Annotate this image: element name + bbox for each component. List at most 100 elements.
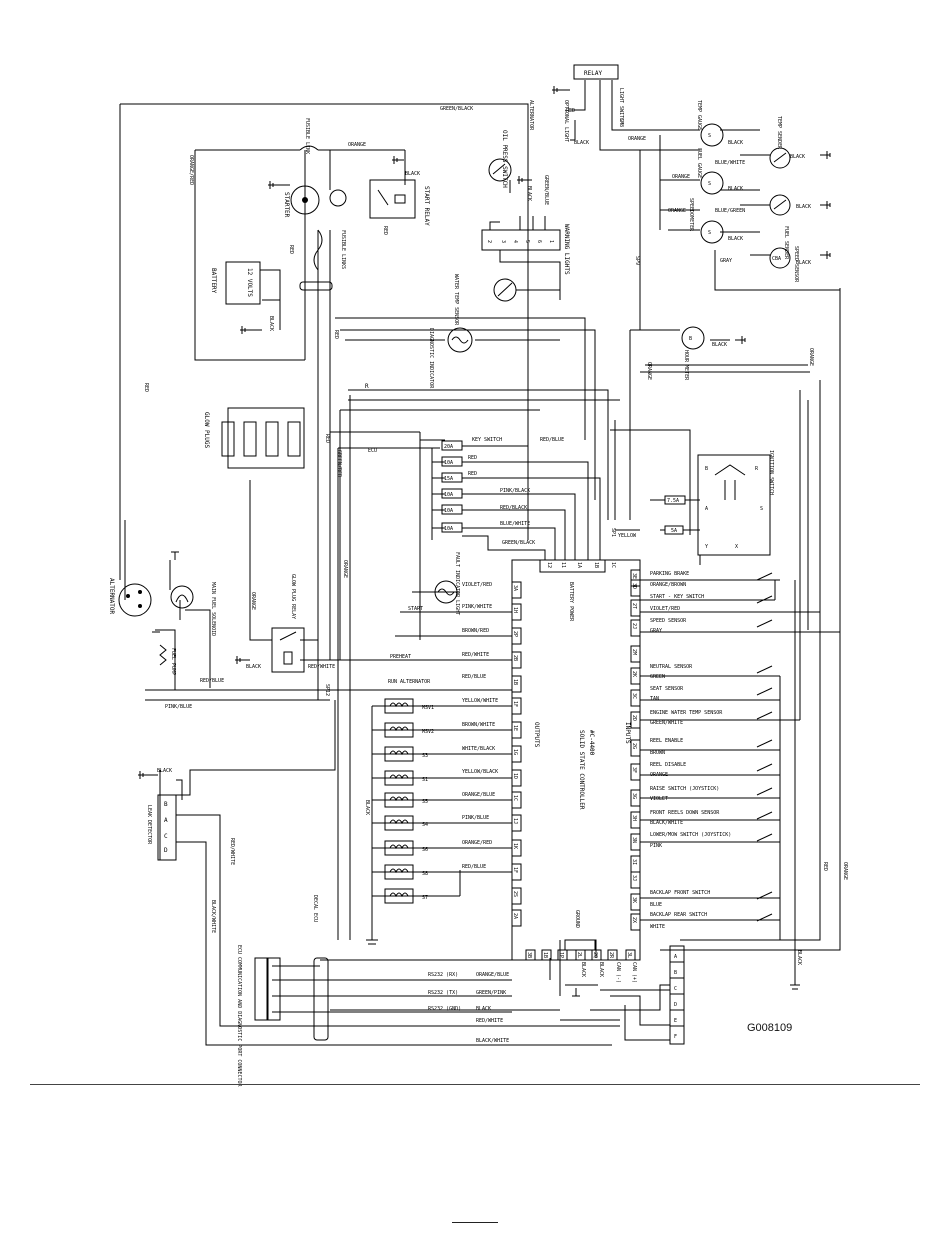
wire-label: GREEN/BLUE — [543, 175, 549, 205]
relay-box: RELAY — [573, 64, 619, 80]
oil-press-switch-label: OIL PRESS SWITCH — [501, 130, 508, 188]
controller-pin — [511, 697, 522, 715]
fuel-sender: FUEL SENDER — [769, 194, 791, 260]
controller-pin — [630, 811, 641, 829]
ground-label: GROUND — [574, 910, 580, 928]
input-wire: GRAY — [650, 628, 662, 634]
solenoid-label: S1 — [422, 777, 428, 783]
input-label: START - KEY SWITCH — [650, 594, 704, 600]
input-wire: VIOLET — [650, 796, 668, 802]
pin-label: 2G — [631, 743, 637, 749]
wire-label: RED — [566, 108, 575, 114]
fuel-gauge-label: FUEL GAUGE — [696, 148, 702, 178]
svg-text:1: 1 — [548, 240, 554, 243]
connector-pin-label: F — [674, 1034, 677, 1040]
switch-contact — [756, 833, 773, 842]
controller-pin — [511, 675, 522, 693]
ecu-connector: ECU COMMUNICATION AND DIAGNOSTIC PORT CO… — [236, 895, 329, 1087]
pin-label: 2L — [576, 952, 582, 958]
wire-label: GRAY — [720, 258, 732, 264]
solenoid-coil — [384, 888, 414, 904]
wire-label: ORANGE — [646, 362, 652, 380]
controller-pin — [630, 645, 641, 663]
pin-label: 1D — [512, 773, 518, 779]
wire-label: BLACK — [157, 768, 172, 774]
controller-pin — [557, 949, 568, 961]
decal-ecu-label: DECAL ECU — [312, 895, 318, 922]
controller-pin — [511, 651, 522, 669]
fuel-gauge: S FUEL GAUGE — [696, 148, 724, 195]
fusible-links — [313, 229, 323, 271]
wire-label: RED — [288, 245, 294, 254]
controller-pin — [630, 739, 641, 757]
switch-contact — [756, 572, 773, 581]
output-wire-label: BROWN/RED — [462, 628, 489, 634]
controller-pin — [575, 949, 586, 961]
controller-pin — [541, 949, 552, 961]
wire-label: BLACK — [728, 186, 743, 192]
svg-text:SP1: SP1 — [610, 528, 616, 537]
fusible-link — [299, 145, 319, 151]
input-wire: ORANGE — [650, 772, 668, 778]
can-minus-label: CAN (-) — [615, 962, 621, 983]
solenoid-label: S7 — [422, 895, 428, 901]
wire-label: BLACK — [580, 962, 586, 977]
controller-pin — [511, 863, 522, 881]
leak-detector-label: LEAK DETECTOR — [146, 805, 152, 845]
connector-pin-label: C — [674, 986, 677, 992]
controller-pin — [630, 619, 641, 637]
wire-label: RED/BLUE — [200, 678, 224, 684]
pin-label: 11 — [560, 562, 566, 568]
pin-label: 3I — [631, 859, 637, 865]
figure-id: G008109 — [747, 1022, 793, 1034]
wire-label: BLACK — [268, 316, 274, 331]
connector-pin-label: D — [674, 1002, 677, 1008]
solenoid-label: S6 — [422, 847, 428, 853]
fuse-wire: BLUE/WHITE — [500, 521, 530, 527]
wire-label: BLACK — [598, 962, 604, 977]
optional-light-label: OPTIONAL LIGHT — [563, 100, 569, 142]
wire-label: YELLOW — [618, 533, 637, 539]
pin-label: 2R — [608, 952, 614, 959]
input-label: REEL ENABLE — [650, 738, 683, 744]
wire-label: BLACK — [405, 171, 420, 177]
pin-label: 2S — [512, 891, 518, 897]
starter-motor: STARTER — [283, 185, 347, 218]
wire-label: RED — [382, 226, 388, 235]
controller-pin — [511, 603, 522, 621]
wire-label: BLACK — [796, 260, 811, 266]
input-wire: VIOLET/RED — [650, 606, 680, 612]
fuse-wire: KEY SWITCH — [472, 437, 502, 443]
pin-label: 1B — [512, 679, 518, 685]
fuse-ignition — [664, 495, 686, 505]
fusible-link-label: FUSIBLE LINK — [304, 118, 310, 154]
speedometer-label: SPEEDOMETER — [688, 198, 694, 232]
fault-indicator-label: FAULT INDICATOR LIGHT — [454, 552, 460, 615]
input-label: BACKLAP FRONT SWITCH — [650, 890, 710, 896]
coil-winding — [389, 819, 409, 825]
outputs-label: OUTPUTS — [533, 722, 540, 748]
pin-label: 3D — [631, 583, 637, 589]
bus-wire: RED/WHITE — [476, 1018, 503, 1024]
wire-label: ORANGE — [842, 862, 848, 880]
inputs-label: INPUTS — [624, 722, 631, 744]
controller-pin — [630, 579, 641, 597]
controller-pin — [511, 581, 522, 599]
pin-label: 2T — [631, 603, 637, 609]
battery-label: BATTERY — [210, 268, 217, 294]
coil-winding — [389, 702, 409, 708]
solenoid-label: MSV2 — [422, 729, 434, 735]
wire-label: BLACK — [246, 664, 261, 670]
svg-text:SP8: SP8 — [618, 118, 624, 127]
controller-pin — [511, 791, 522, 809]
pin-label: 3E — [631, 573, 637, 579]
hour-meter: B HOUR METER — [681, 326, 705, 381]
fuse-block: 20A 10A 15A 10A 10A 10A KEY SWITCH RED/B… — [441, 437, 564, 546]
input-wire: GREEN/WHITE — [650, 720, 683, 726]
coil-winding — [389, 868, 409, 874]
starter-label: STARTER — [283, 192, 290, 218]
pin-label: 1K — [512, 843, 518, 849]
glow-plug-relay: GLOW PLUG RELAY — [271, 574, 305, 673]
